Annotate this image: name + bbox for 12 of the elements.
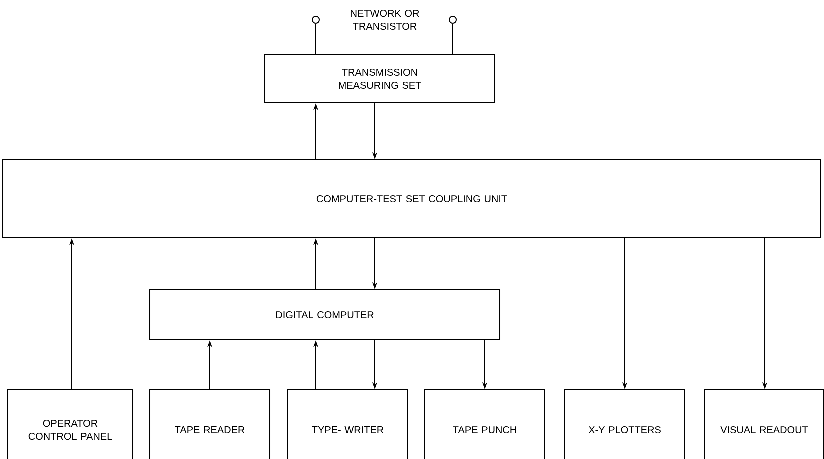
block-box: OPERATOR CONTROL PANEL	[8, 390, 134, 459]
block-box: VISUAL READOUT	[704, 390, 824, 459]
block-box: TRANSMISSION MEASURING SET	[264, 54, 496, 104]
block-box: TYPE- WRITER	[288, 390, 408, 459]
block-box: TAPE READER	[150, 390, 270, 459]
block-box: DIGITAL COMPUTER	[150, 290, 500, 340]
note-text: NETWORK OR TRANSISTOR	[351, 10, 420, 30]
block-box: TAPE PUNCH	[424, 390, 546, 459]
terminal-circle	[312, 16, 320, 24]
terminal-circle	[449, 16, 457, 24]
block-box: COMPUTER-TEST SET COUPLING UNIT	[2, 160, 822, 238]
block-box: X-Y PLOTTERS	[564, 390, 686, 459]
